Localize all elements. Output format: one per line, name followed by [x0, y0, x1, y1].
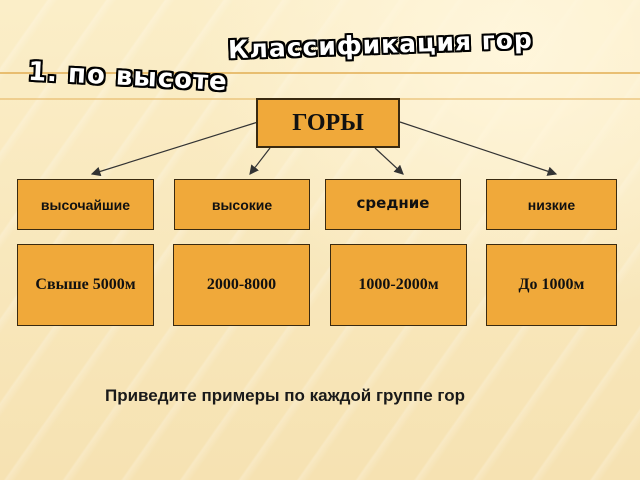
task-instruction: Приведите примеры по каждой группе гор	[105, 386, 466, 405]
decor-line-top	[0, 72, 640, 74]
arrow-to-high	[249, 147, 271, 175]
height-medium: 1000-2000м	[330, 244, 467, 326]
category-highest: высочайшие	[17, 179, 154, 230]
root-node-mountains: ГОРЫ	[256, 98, 400, 148]
arrow-to-low	[399, 121, 558, 176]
arrow-to-medium	[374, 147, 404, 175]
arrow-to-highest	[90, 121, 259, 177]
category-medium: средние	[325, 179, 461, 230]
height-low: До 1000м	[486, 244, 617, 326]
height-highest: Свыше 5000м	[17, 244, 154, 326]
category-low: низкие	[486, 179, 617, 230]
height-high: 2000-8000	[173, 244, 310, 326]
category-high: высокие	[174, 179, 310, 230]
